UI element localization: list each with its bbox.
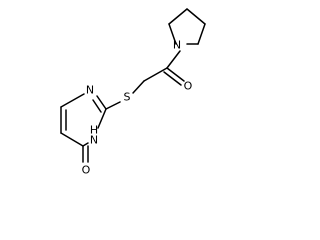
- bond-carbonyl-double-2: [163, 71, 182, 86]
- atom-o-amide: O: [184, 80, 193, 93]
- bond-c2-n3: [96, 95, 107, 110]
- atom-o-ring-carbonyl: O: [82, 164, 91, 177]
- atom-s-thioether: S: [124, 91, 131, 104]
- bond-ch2-s: [132, 80, 145, 94]
- thioether-linker: [105, 80, 145, 110]
- bond-c2-c3: [186, 8, 206, 25]
- amide-group: [143, 50, 185, 86]
- bond-c5-c6: [60, 132, 84, 147]
- bond-s-c2: [105, 101, 121, 110]
- bond-c3-c4: [197, 23, 206, 45]
- atom-n1-ring: N: [90, 134, 98, 147]
- pyrrolidine-ring: [168, 8, 206, 45]
- bond-c6-n1: [82, 142, 89, 147]
- bond-n1-c2: [97, 108, 107, 129]
- bond-n-carbonyl-c: [166, 50, 181, 69]
- bond-c2-n3-inner: [92, 99, 102, 113]
- atom-h-ring: H: [90, 124, 98, 137]
- pyrimidinone-ring: [60, 93, 107, 147]
- atom-n-pyrrolidine: N: [173, 39, 181, 52]
- bond-carbonyl-c-ch2: [143, 67, 168, 82]
- bond-n3-c4: [60, 93, 85, 108]
- molecule-canvas: O N S N N H O: [60, 8, 206, 177]
- structure-diagram: O N S N N H O: [60, 8, 206, 177]
- bond-n-c1: [168, 23, 177, 45]
- bond-c1-c2: [168, 8, 188, 25]
- atom-n3-ring: N: [86, 84, 94, 97]
- ring-carbonyl: [82, 145, 89, 163]
- bond-carbonyl-double-1: [166, 67, 185, 82]
